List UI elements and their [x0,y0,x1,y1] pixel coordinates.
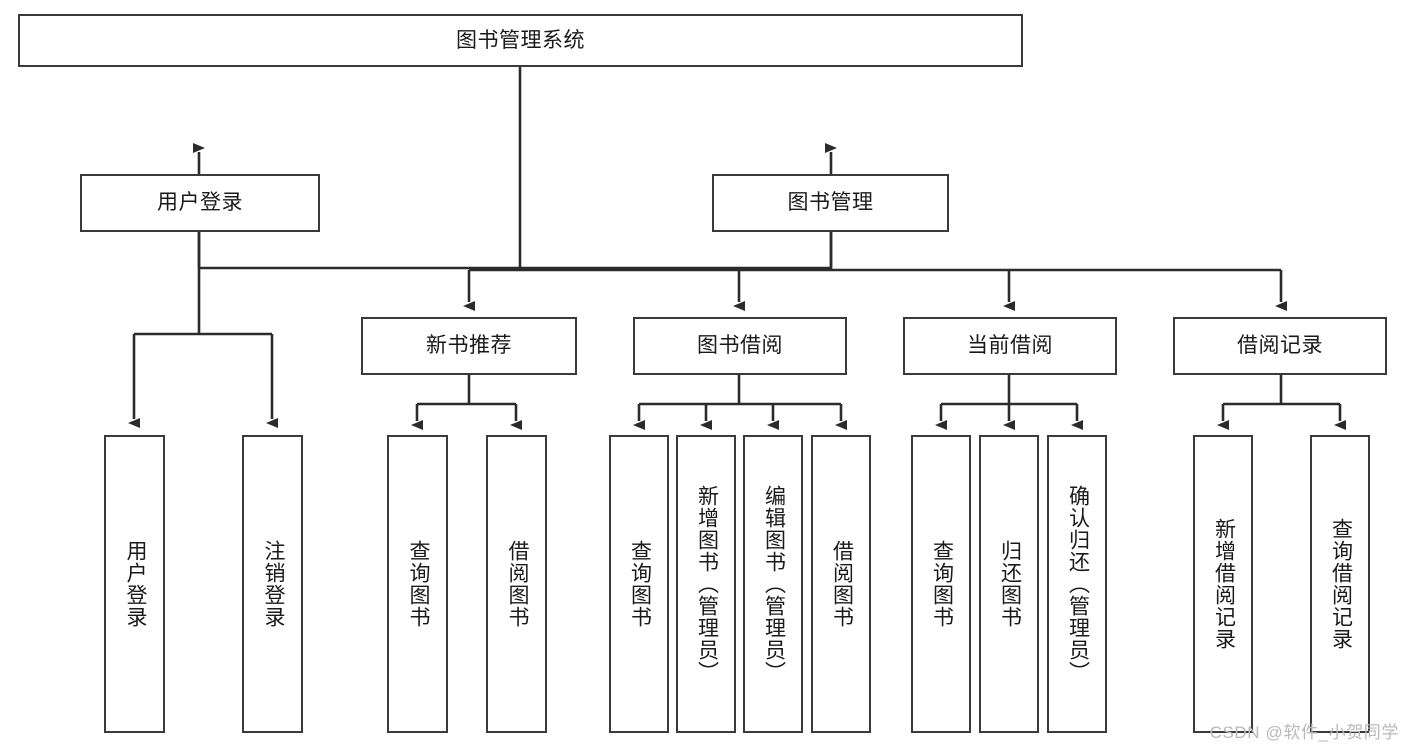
leaf-borrow-record-add-label: 新增借阅记录 [1212,518,1236,650]
leaf-borrow-record-query[interactable]: 查询借阅记录 [1310,435,1370,733]
leaf-current-borrow-confirm-label: 确认归还（管理员） [1066,485,1090,683]
leaf-book-borrow-add[interactable]: 新增图书（管理员） [676,435,736,733]
leaf-borrow-record-add[interactable]: 新增借阅记录 [1193,435,1253,733]
leaf-new-book-query[interactable]: 查询图书 [387,435,448,733]
leaf-user-login-login-label: 用户登录 [123,540,147,628]
leaf-borrow-record-query-label: 查询借阅记录 [1329,518,1353,650]
node-root[interactable]: 图书管理系统 [18,14,1023,67]
node-current-borrow-label: 当前借阅 [967,334,1053,358]
leaf-book-borrow-borrow[interactable]: 借阅图书 [811,435,871,733]
leaf-book-borrow-edit[interactable]: 编辑图书（管理员） [743,435,803,733]
leaf-new-book-borrow[interactable]: 借阅图书 [486,435,547,733]
leaf-book-borrow-query-label: 查询图书 [628,540,652,628]
leaf-current-borrow-query-label: 查询图书 [930,540,954,628]
leaf-book-borrow-query[interactable]: 查询图书 [609,435,669,733]
node-current-borrow[interactable]: 当前借阅 [903,317,1117,375]
node-new-book-recommend[interactable]: 新书推荐 [361,317,577,375]
node-root-label: 图书管理系统 [456,28,585,52]
leaf-book-borrow-borrow-label: 借阅图书 [830,540,854,628]
leaf-current-borrow-return[interactable]: 归还图书 [979,435,1039,733]
node-book-borrow[interactable]: 图书借阅 [633,317,847,375]
node-book-manage-label: 图书管理 [787,191,874,215]
leaf-current-borrow-confirm[interactable]: 确认归还（管理员） [1047,435,1107,733]
node-book-manage[interactable]: 图书管理 [712,174,949,232]
leaf-current-borrow-query[interactable]: 查询图书 [911,435,971,733]
node-user-login[interactable]: 用户登录 [80,174,320,232]
node-new-book-recommend-label: 新书推荐 [426,334,512,358]
leaf-user-login-logout[interactable]: 注销登录 [242,435,303,733]
leaf-user-login-login[interactable]: 用户登录 [104,435,165,733]
leaf-new-book-query-label: 查询图书 [406,540,430,628]
node-borrow-record[interactable]: 借阅记录 [1173,317,1387,375]
leaf-new-book-borrow-label: 借阅图书 [505,540,529,628]
leaf-current-borrow-return-label: 归还图书 [998,540,1022,628]
node-user-login-label: 用户登录 [157,191,243,215]
leaf-book-borrow-edit-label: 编辑图书（管理员） [762,485,786,683]
leaf-book-borrow-add-label: 新增图书（管理员） [695,485,719,683]
leaf-user-login-logout-label: 注销登录 [261,540,285,628]
node-book-borrow-label: 图书借阅 [697,334,783,358]
node-borrow-record-label: 借阅记录 [1237,334,1323,358]
